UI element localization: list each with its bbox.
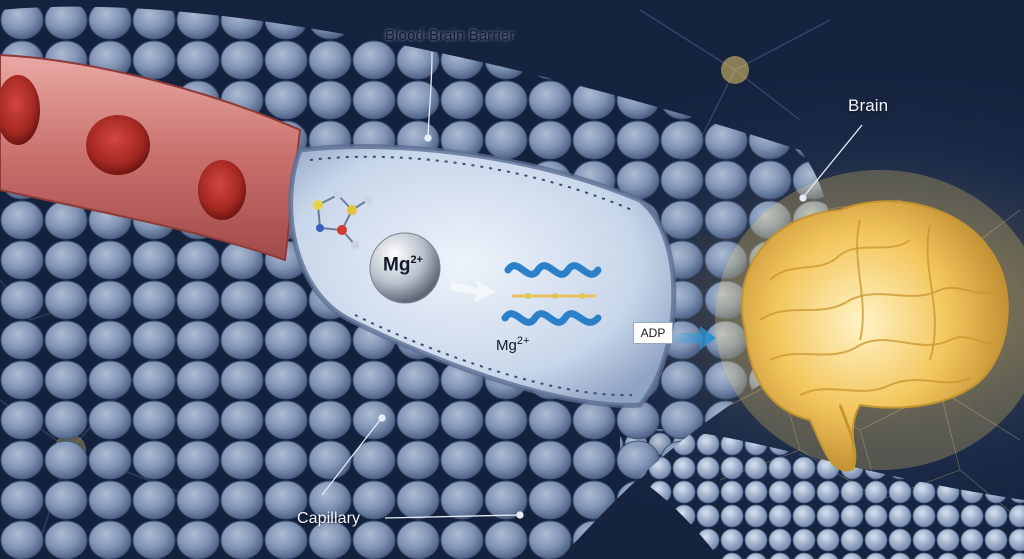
barrier-cross-section [288, 144, 677, 408]
neuron-glow [721, 56, 749, 84]
red-blood-cell [86, 115, 150, 175]
cell-stream [620, 428, 1024, 559]
protein-helix-icon [501, 262, 602, 326]
mg-protein-label: Mg2+ [496, 335, 529, 354]
mg-ion-label: Mg2+ [383, 254, 423, 276]
mg-ion-symbol: Mg [383, 254, 411, 276]
red-blood-cell [0, 75, 40, 145]
mg-ion-sphere [369, 232, 441, 304]
capillary-label: Capillary [297, 510, 361, 527]
mg-protein-charge: 2+ [516, 335, 530, 347]
mg-protein-symbol: Mg [496, 337, 517, 354]
brain-icon [715, 170, 1024, 472]
transport-arrow [450, 280, 496, 302]
mg-ion-charge: 2+ [410, 254, 423, 266]
red-blood-cell [198, 160, 246, 220]
adp-label: ADP [633, 322, 673, 344]
blood-brain-barrier-label: Blood-Brain Barrier [385, 27, 515, 44]
leader-lines [321, 51, 863, 519]
adp-arrow [672, 326, 716, 350]
brain-label: Brain [848, 96, 889, 115]
molecule-icon [313, 191, 372, 249]
